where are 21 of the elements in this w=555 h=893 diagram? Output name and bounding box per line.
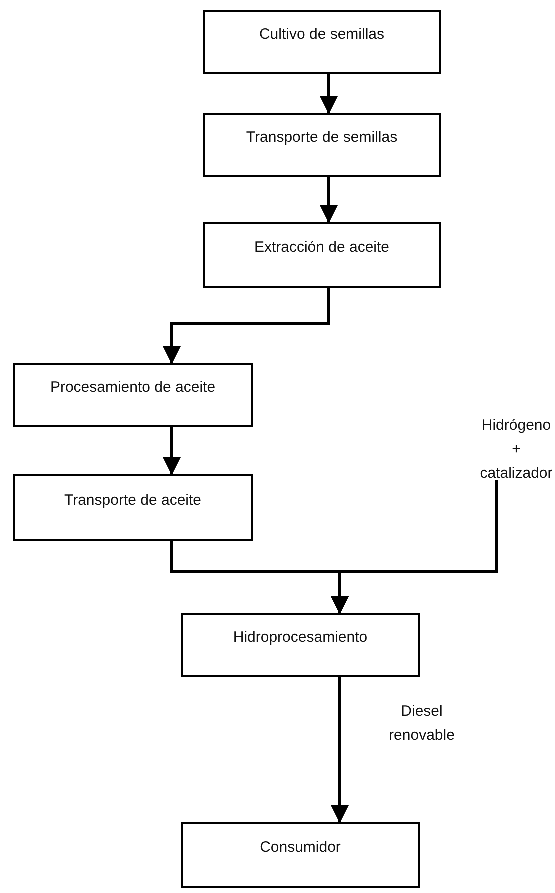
process-box <box>181 613 420 677</box>
process-label: Transporte de aceite <box>64 490 202 510</box>
process-box <box>181 822 420 888</box>
arrow <box>331 480 498 614</box>
process-box <box>13 363 253 427</box>
process-label: Hidroprocesamiento <box>233 628 368 648</box>
process-box <box>203 113 441 177</box>
process-box <box>203 222 441 288</box>
process-label: Extracción de aceite <box>254 238 390 258</box>
process-label: Transporte de semillas <box>246 128 398 148</box>
process-label: Cultivo de semillas <box>259 25 385 45</box>
process-box <box>13 474 253 541</box>
arrow <box>163 427 181 476</box>
arrow <box>320 74 338 114</box>
arrow <box>331 677 349 824</box>
process-label: Consumidor <box>260 838 341 858</box>
arrow <box>163 288 330 364</box>
arrow <box>320 177 338 224</box>
input-label: Hidrógeno + catalizador <box>479 416 554 484</box>
process-label: Procesamiento de aceite <box>50 378 216 398</box>
process-box <box>203 10 441 74</box>
